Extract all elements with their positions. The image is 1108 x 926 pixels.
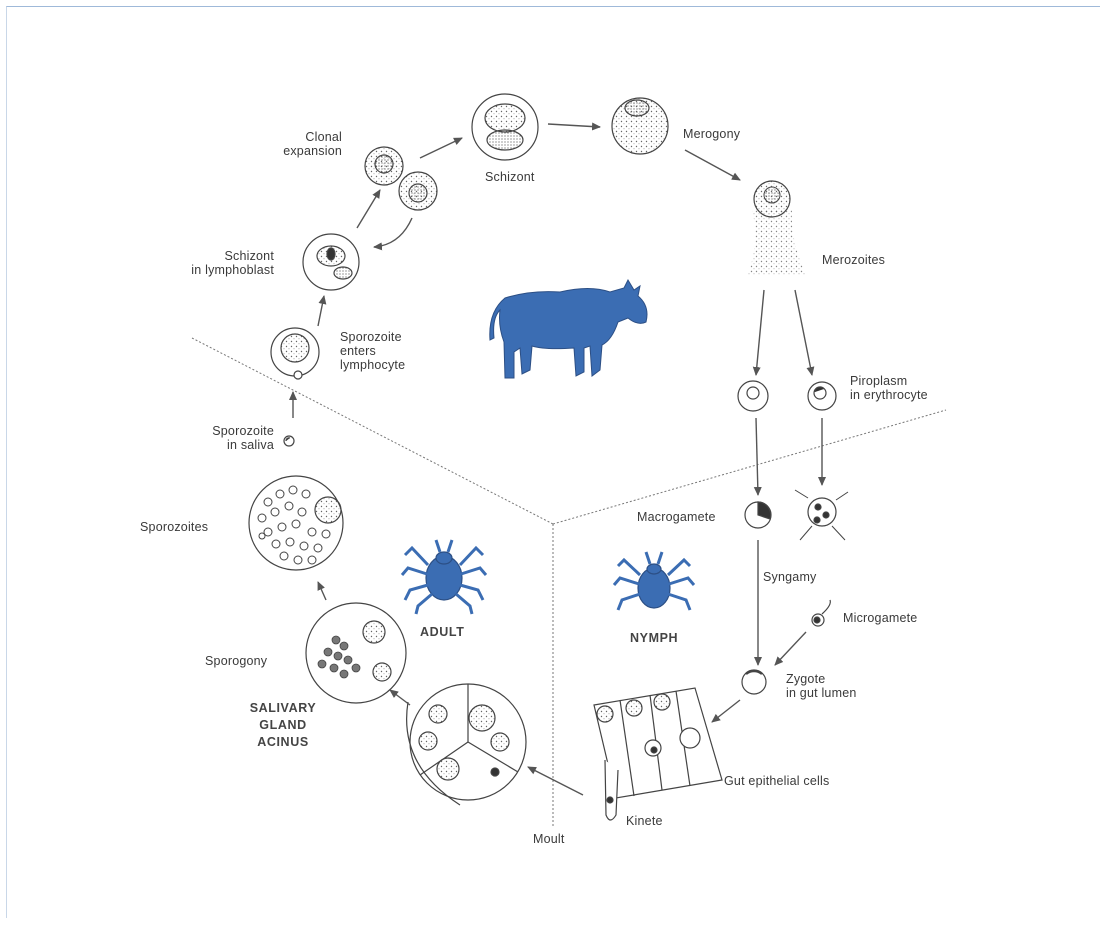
gut-epithelium — [594, 688, 722, 820]
salivary-acinus — [407, 684, 526, 805]
clonal-expansion-cell — [365, 147, 437, 210]
label-piroplasm: Piroplasm in erythrocyte — [850, 374, 928, 402]
label-syngamy: Syngamy — [763, 570, 817, 584]
schizont-cell — [472, 94, 538, 160]
label-nymph: NYMPH — [630, 631, 678, 645]
piroplasm-cells — [738, 381, 836, 411]
label-kinete: Kinete — [626, 814, 663, 828]
label-merozoites: Merozoites — [822, 253, 885, 267]
merogony-cell — [612, 98, 668, 154]
label-sporogony: Sporogony — [205, 654, 267, 668]
merozoites-cell — [748, 181, 806, 275]
label-moult: Moult — [533, 832, 565, 846]
label-microgamete: Microgamete — [843, 611, 917, 625]
cow-icon — [490, 280, 647, 378]
label-sporozoite-enters: Sporozoite enters lymphocyte — [340, 330, 405, 372]
sporozoite-entering-cell — [271, 328, 319, 379]
label-merogony: Merogony — [683, 127, 740, 141]
host-divider-lines — [192, 338, 946, 826]
sporogony-cell — [306, 603, 406, 703]
label-clonal-expansion: Clonal expansion — [260, 130, 342, 158]
adult-tick-icon — [402, 540, 486, 614]
sporozoite-saliva — [284, 436, 294, 446]
label-zygote: Zygote in gut lumen — [786, 672, 857, 700]
label-schizont: Schizont — [485, 170, 535, 184]
label-sporozoite-saliva: Sporozoite in saliva — [150, 424, 274, 452]
sporozoites-cell — [249, 476, 343, 570]
label-gut-epithelial: Gut epithelial cells — [724, 774, 829, 788]
zygote-cell — [742, 670, 766, 694]
schizont-lymphoblast-cell — [303, 234, 359, 290]
label-adult: ADULT — [420, 625, 464, 639]
label-schizont-lymphoblast: Schizont in lymphoblast — [160, 249, 274, 277]
label-sporozoites: Sporozoites — [140, 520, 208, 534]
gamete-cells — [745, 490, 848, 626]
label-salivary-gland: SALIVARY GLAND ACINUS — [228, 700, 338, 751]
label-macrogamete: Macrogamete — [637, 510, 716, 524]
nymph-tick-icon — [614, 552, 694, 610]
